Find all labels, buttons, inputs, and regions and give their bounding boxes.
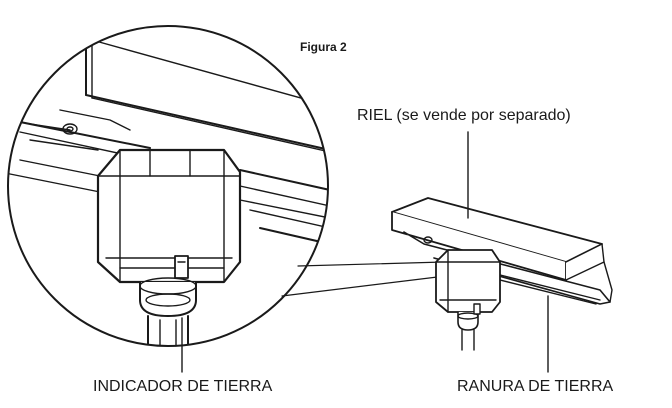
callout-lines: [281, 261, 463, 297]
rail-label: RIEL (se vende por separado): [357, 107, 571, 124]
ground-indicator-label: INDICADOR DE TIERRA: [93, 378, 273, 395]
ground-slot-label: RANURA DE TIERRA: [457, 378, 614, 395]
figure-title: Figura 2: [300, 40, 347, 54]
rail-assembly: [391, 197, 613, 351]
magnified-detail: [7, 25, 329, 347]
leader-lines: [181, 131, 549, 373]
